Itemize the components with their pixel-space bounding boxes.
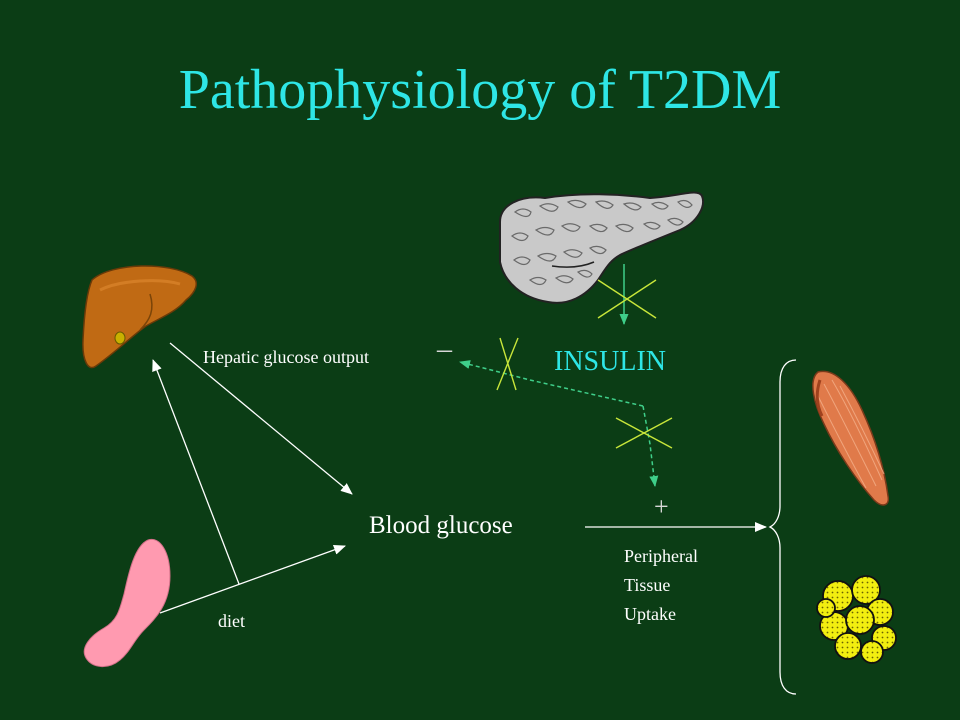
block-marks [496, 279, 673, 449]
muscle-icon [812, 370, 890, 506]
insulin-to-peripheral-arrow [642, 405, 659, 487]
pancreas-icon [499, 191, 704, 304]
pathway-arrows [152, 342, 767, 614]
peripheral-label-line-3: Uptake [624, 604, 676, 624]
peripheral-block-x-icon [615, 417, 673, 449]
liver-icon [82, 265, 197, 369]
peripheral-label-line-1: Peripheral [624, 546, 698, 566]
diet-label: diet [218, 611, 245, 631]
slide-title: Pathophysiology of T2DM [178, 59, 782, 121]
intestine-icon [83, 538, 171, 667]
hepatic-block-x-icon [496, 337, 519, 391]
stimulation-plus-sign: + [654, 492, 669, 521]
liver-to-blood-glucose-arrow [169, 342, 353, 495]
diet-to-liver-arrow [152, 359, 240, 585]
insulin-arrows [459, 264, 659, 487]
peripheral-tissue-uptake-label: Peripheral Tissue Uptake [624, 542, 698, 629]
hepatic-glucose-output-label: Hepatic glucose output [203, 347, 369, 367]
fat-cells-icon [816, 575, 897, 664]
blood-glucose-label: Blood glucose [369, 512, 513, 539]
inhibition-minus-sign: – [437, 332, 452, 365]
insulin-to-hepatic-arrow [459, 360, 644, 407]
peripheral-label-line-2: Tissue [624, 575, 671, 595]
pancreas-block-x-icon [597, 279, 657, 319]
insulin-label: INSULIN [554, 346, 666, 377]
tissue-bracket [768, 359, 797, 695]
intestine-to-blood-glucose-arrow [159, 545, 346, 614]
